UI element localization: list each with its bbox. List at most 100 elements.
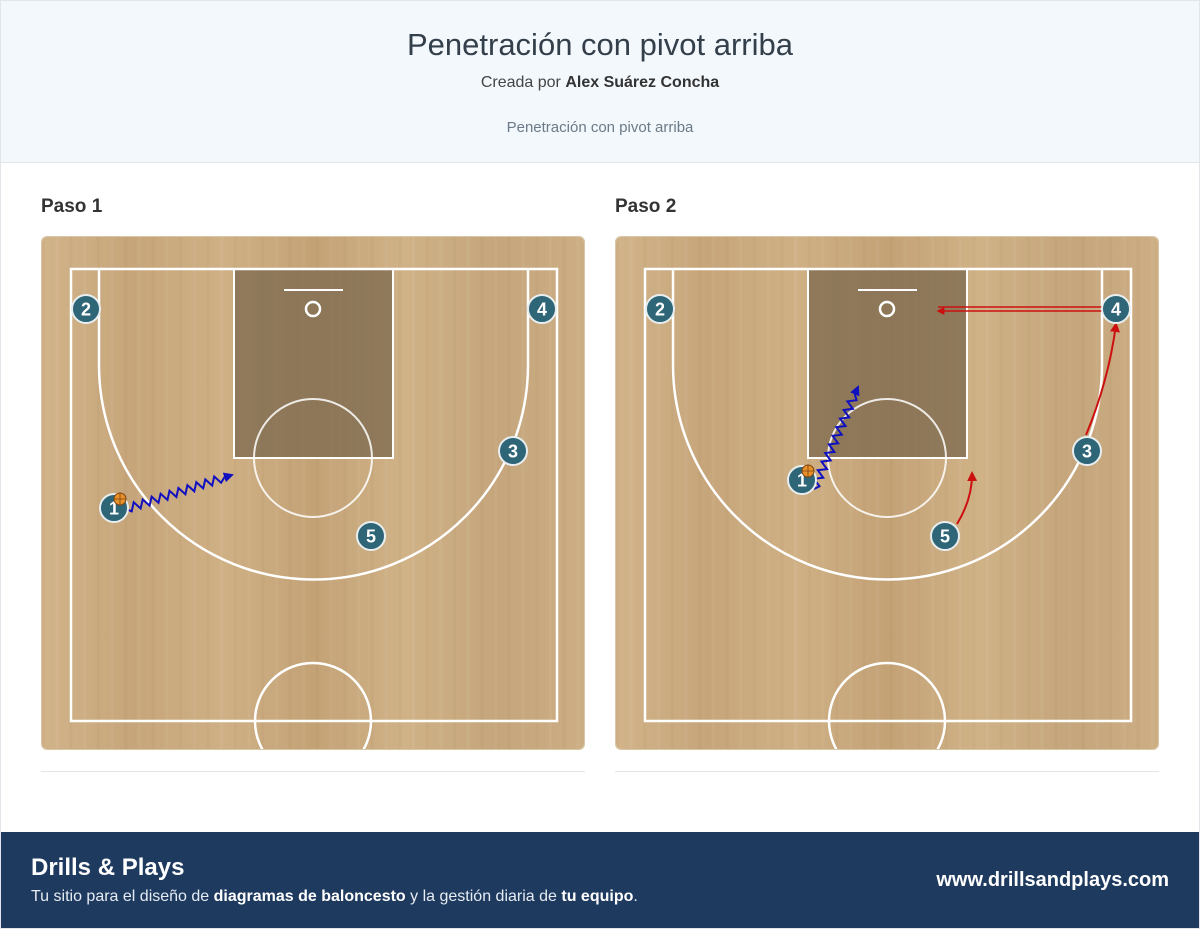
player-number: 2 bbox=[655, 300, 665, 320]
court-boundary bbox=[643, 267, 1133, 723]
wood-grain bbox=[179, 237, 182, 749]
wood-grain bbox=[917, 237, 921, 749]
wood-grain bbox=[1095, 237, 1099, 749]
player-marker bbox=[1072, 436, 1102, 466]
wood-grain bbox=[343, 237, 347, 749]
wood-grain bbox=[42, 237, 45, 749]
wood-grain bbox=[1054, 237, 1058, 749]
player-3: 3 bbox=[1072, 436, 1102, 466]
player-marker bbox=[1101, 294, 1131, 324]
wood-grain bbox=[985, 237, 989, 749]
divider bbox=[41, 771, 585, 772]
player-3: 3 bbox=[498, 436, 528, 466]
wood-grain bbox=[1027, 237, 1030, 749]
site-url-link[interactable]: www.drillsandplays.com bbox=[936, 869, 1169, 891]
wood-grain bbox=[657, 237, 661, 749]
player-marker bbox=[930, 521, 960, 551]
wood-grain bbox=[684, 237, 688, 749]
wood-grain bbox=[261, 237, 265, 749]
wood-grain bbox=[1068, 237, 1072, 749]
wood-grain bbox=[480, 237, 484, 749]
wood-grain bbox=[698, 237, 702, 749]
paint-area bbox=[234, 269, 393, 458]
wood-grain bbox=[958, 237, 962, 749]
player-4: 4 bbox=[1101, 294, 1131, 324]
player-number: 1 bbox=[109, 499, 119, 519]
player-2: 2 bbox=[645, 294, 675, 324]
wood-grain bbox=[439, 237, 443, 749]
wood-grain bbox=[876, 237, 880, 749]
player-marker bbox=[356, 521, 386, 551]
wood-grain bbox=[521, 237, 525, 749]
wood-grain bbox=[931, 237, 935, 749]
wood-grain bbox=[83, 237, 87, 749]
wood-grain bbox=[1109, 237, 1113, 749]
wood-grain bbox=[137, 237, 141, 749]
tagline-text: . bbox=[633, 888, 638, 905]
hoop bbox=[878, 300, 896, 318]
wood-grain bbox=[944, 237, 948, 749]
wood-grain bbox=[110, 237, 114, 749]
wood-grain bbox=[753, 237, 756, 749]
tagline-emphasis: diagramas de baloncesto bbox=[213, 888, 406, 905]
player-marker bbox=[645, 294, 675, 324]
court-svg: 2 4 3 1 5 bbox=[616, 237, 1158, 749]
wood-grain bbox=[780, 237, 784, 749]
player-marker bbox=[498, 436, 528, 466]
wood-grain bbox=[466, 237, 470, 749]
play-title: Penetración con pivot arriba bbox=[406, 27, 793, 62]
basketball-seams bbox=[114, 493, 126, 505]
dribble-arrow bbox=[812, 385, 860, 490]
wood-grain bbox=[862, 237, 866, 749]
wood-grain bbox=[972, 237, 976, 749]
tagline-text: y la gestión diaria de bbox=[410, 888, 557, 905]
wood-grain bbox=[1081, 237, 1085, 749]
wood-grain bbox=[165, 237, 169, 749]
wood-grain bbox=[725, 237, 729, 749]
wood-grain bbox=[1040, 237, 1044, 749]
court-diagram: 2 4 3 1 5 bbox=[615, 236, 1159, 750]
wood-grain bbox=[999, 237, 1003, 749]
wood-grain bbox=[274, 237, 278, 749]
wood-grain bbox=[316, 237, 319, 749]
wood-grain bbox=[494, 237, 498, 749]
step-label: Paso 2 bbox=[615, 196, 677, 217]
brand-name[interactable]: Drills & Plays bbox=[31, 854, 185, 881]
player-marker bbox=[527, 294, 557, 324]
player-number: 4 bbox=[537, 300, 547, 320]
wood-grain bbox=[507, 237, 511, 749]
free-throw-circle bbox=[253, 398, 373, 518]
wood-grain bbox=[398, 237, 402, 749]
wood-grain bbox=[370, 237, 374, 749]
player-number: 5 bbox=[366, 527, 376, 547]
player-1: 1 bbox=[99, 492, 129, 523]
wood-grain bbox=[1013, 237, 1017, 749]
wood-grain bbox=[903, 237, 907, 749]
wood-grain bbox=[247, 237, 251, 749]
player-number: 3 bbox=[508, 442, 518, 462]
author-line: Creada por Alex Suárez Concha bbox=[1, 74, 1199, 92]
wood-grain bbox=[233, 237, 237, 749]
player-number: 5 bbox=[940, 527, 950, 547]
wood-grain bbox=[739, 237, 743, 749]
wood-grain bbox=[357, 237, 361, 749]
wood-grain bbox=[96, 237, 100, 749]
wood-grain bbox=[616, 237, 619, 749]
wood-grain bbox=[384, 237, 388, 749]
divider bbox=[615, 771, 1159, 772]
wood-grain bbox=[711, 237, 715, 749]
author-name: Alex Suárez Concha bbox=[565, 74, 720, 91]
created-by-label: Creada por bbox=[480, 74, 561, 91]
dribble-arrow bbox=[125, 472, 234, 513]
wood-grain bbox=[55, 237, 59, 749]
wood-grain bbox=[890, 237, 893, 749]
player-marker bbox=[71, 294, 101, 324]
wood-grain bbox=[220, 237, 224, 749]
player-5: 5 bbox=[930, 521, 960, 551]
player-1: 1 bbox=[787, 464, 817, 495]
wood-grain bbox=[288, 237, 292, 749]
step-2: Paso 2 2 4 3 1 5 bbox=[615, 196, 1159, 772]
wood-grain bbox=[151, 237, 155, 749]
